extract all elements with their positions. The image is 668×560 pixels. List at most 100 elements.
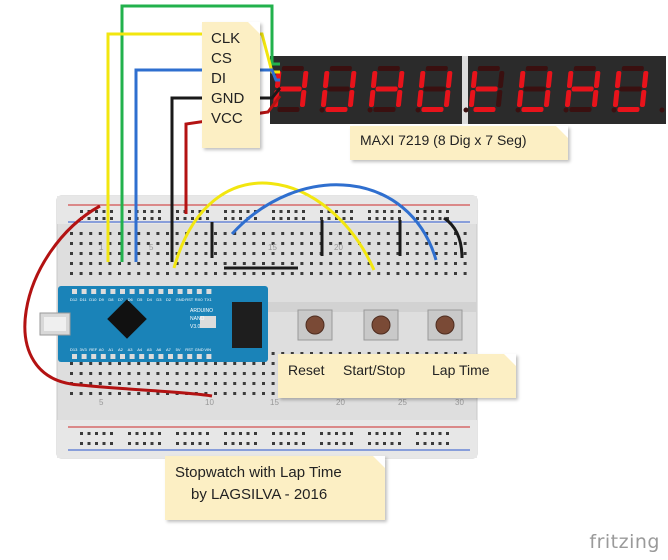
decimal-point xyxy=(611,107,617,113)
rail-hole xyxy=(335,217,338,220)
nano-pin-label: A3 xyxy=(128,347,134,352)
display-digit xyxy=(516,66,569,113)
breadboard-hole xyxy=(166,272,169,275)
rail-hole xyxy=(294,210,298,213)
breadboard-number: 1 xyxy=(99,243,104,252)
rail-hole xyxy=(95,217,98,220)
breadboard-hole xyxy=(70,262,73,265)
rail-hole xyxy=(158,432,161,435)
nano-board-text: NANO xyxy=(190,316,205,322)
rail-hole xyxy=(416,217,419,220)
display-digit xyxy=(612,66,665,113)
rail-hole xyxy=(176,210,179,213)
breadboard-hole xyxy=(204,252,208,255)
rail-hole xyxy=(287,217,290,220)
nano-pin-label: D8 xyxy=(108,297,114,302)
nano-pin xyxy=(91,354,97,359)
rail-hole xyxy=(368,210,371,213)
rail-hole xyxy=(431,217,434,220)
breadboard-hole xyxy=(434,352,438,355)
rail-hole xyxy=(206,217,209,220)
nano-pin xyxy=(139,289,145,294)
breadboard-hole xyxy=(290,352,294,355)
display-segment xyxy=(347,90,355,107)
breadboard-hole xyxy=(348,272,352,275)
display-segment xyxy=(468,90,476,107)
breadboard-hole xyxy=(127,242,131,245)
rail-hole xyxy=(95,210,98,213)
display-digit xyxy=(416,66,469,113)
breadboard-hole xyxy=(166,252,169,255)
rail-hole xyxy=(206,442,209,445)
nano-pin-label: D10 xyxy=(89,297,97,302)
rail-hole xyxy=(287,210,290,213)
rail-hole xyxy=(294,432,298,435)
reset-pushbutton xyxy=(297,309,333,341)
breadboard-hole xyxy=(233,272,237,275)
rail-hole xyxy=(320,432,323,435)
breadboard-hole xyxy=(425,232,429,235)
rail-hole xyxy=(390,210,394,213)
rail-hole xyxy=(302,442,305,445)
breadboard-hole xyxy=(233,372,237,375)
breadboard-hole xyxy=(262,262,265,265)
rail-hole xyxy=(206,210,209,213)
breadboard-hole xyxy=(290,252,294,255)
rail-hole xyxy=(350,442,353,445)
breadboard-hole xyxy=(242,262,246,265)
rail-hole xyxy=(398,210,401,213)
nano-pin xyxy=(196,354,202,359)
rail-hole xyxy=(287,442,290,445)
nano-pin xyxy=(110,289,116,294)
display-segment xyxy=(573,66,596,71)
breadboard-hole xyxy=(127,232,131,235)
breadboard-hole xyxy=(262,252,265,255)
breadboard-hole xyxy=(185,272,189,275)
decimal-point xyxy=(415,107,421,113)
breadboard-number: 15 xyxy=(270,398,279,407)
breadboard-hole xyxy=(89,252,93,255)
breadboard-hole xyxy=(214,242,217,245)
nano-pin xyxy=(91,289,97,294)
nano-pin-label: A5 xyxy=(147,347,153,352)
breadboard-hole xyxy=(98,262,102,265)
breadboard-hole xyxy=(396,352,400,355)
rail-hole xyxy=(158,442,161,445)
rail-hole xyxy=(375,432,379,435)
breadboard-hole xyxy=(108,242,112,245)
breadboard-hole xyxy=(118,232,121,235)
nano-pin xyxy=(206,289,212,294)
breadboard-hole xyxy=(204,372,208,375)
display-segment xyxy=(639,90,647,107)
display-digit xyxy=(468,66,521,113)
rail-hole xyxy=(279,217,283,220)
rail-hole xyxy=(294,442,298,445)
breadboard-hole xyxy=(185,252,189,255)
rail-hole xyxy=(350,432,353,435)
rail-hole xyxy=(416,442,419,445)
breadboard-hole xyxy=(156,362,160,365)
breadboard-hole xyxy=(108,372,112,375)
display-digit xyxy=(368,66,421,113)
nano-pin-label: D12 xyxy=(70,297,78,302)
rail-hole xyxy=(143,442,146,445)
nano-pin xyxy=(148,354,154,359)
breadboard-hole xyxy=(358,252,361,255)
rail-hole xyxy=(368,442,371,445)
breadboard-hole xyxy=(156,392,160,395)
breadboard-hole xyxy=(271,362,275,365)
display-segment xyxy=(523,86,546,92)
breadboard-hole xyxy=(175,262,179,265)
rail-hole xyxy=(327,432,331,435)
breadboard-hole xyxy=(281,262,285,265)
breadboard-number: 20 xyxy=(336,398,345,407)
display-segment xyxy=(322,71,330,88)
rail-hole xyxy=(375,210,379,213)
rail-hole xyxy=(383,217,386,220)
rail-hole xyxy=(416,210,419,213)
breadboard-hole xyxy=(415,252,419,255)
rail-hole xyxy=(128,442,131,445)
breadboard-hole xyxy=(377,262,381,265)
breadboard-hole xyxy=(406,272,409,275)
